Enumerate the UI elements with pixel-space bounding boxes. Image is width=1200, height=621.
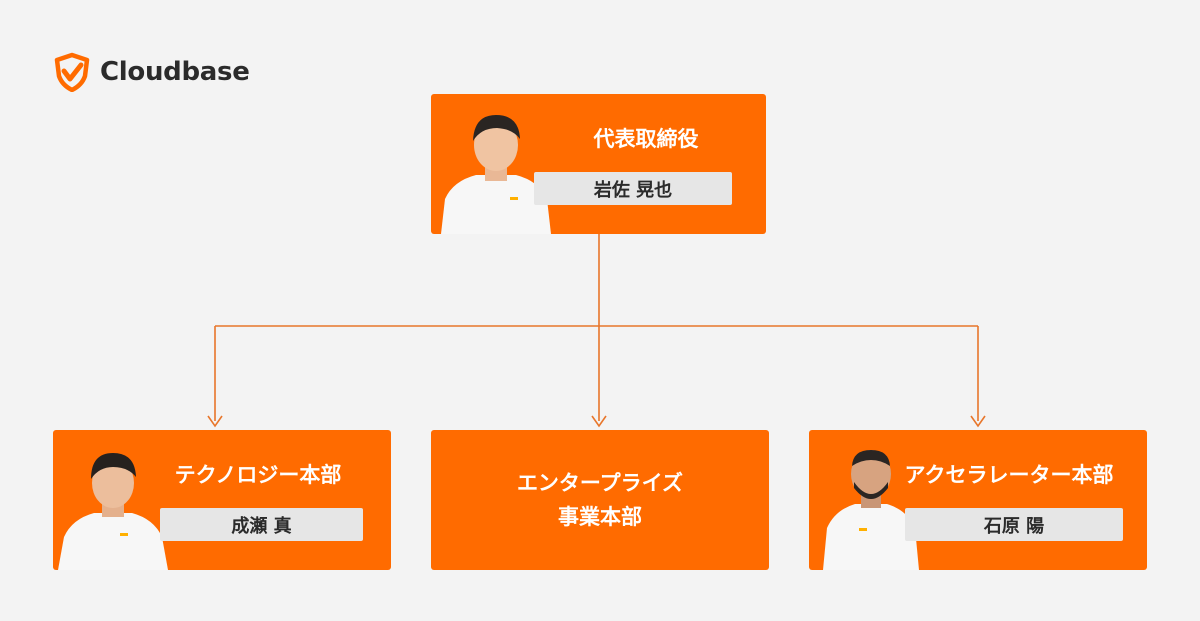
enterprise-dept-card: エンタープライズ 事業本部 bbox=[431, 430, 769, 570]
brand-name: Cloudbase bbox=[100, 57, 250, 87]
technology-head-name: 成瀬 真 bbox=[160, 508, 363, 541]
shield-check-icon bbox=[54, 52, 90, 92]
technology-dept-card: テクノロジー本部 成瀬 真 bbox=[53, 430, 391, 570]
technology-head-photo bbox=[58, 453, 168, 570]
accelerator-dept-card: アクセラレーター本部 石原 陽 bbox=[809, 430, 1147, 570]
accelerator-head-photo bbox=[823, 450, 919, 570]
enterprise-dept-title-line1: エンタープライズ bbox=[516, 471, 684, 495]
ceo-photo bbox=[441, 115, 551, 234]
ceo-title: 代表取締役 bbox=[593, 127, 699, 151]
accelerator-head-name: 石原 陽 bbox=[905, 508, 1123, 541]
technology-dept-title: テクノロジー本部 bbox=[174, 463, 342, 487]
accelerator-dept-title: アクセラレーター本部 bbox=[904, 463, 1114, 487]
ceo-card: 代表取締役 岩佐 晃也 bbox=[431, 94, 766, 234]
enterprise-dept-title-line2: 事業本部 bbox=[558, 505, 642, 529]
ceo-name: 岩佐 晃也 bbox=[534, 172, 732, 205]
brand-logo: Cloudbase bbox=[52, 52, 250, 92]
enterprise-dept-title-block: エンタープライズ 事業本部 bbox=[431, 430, 769, 570]
